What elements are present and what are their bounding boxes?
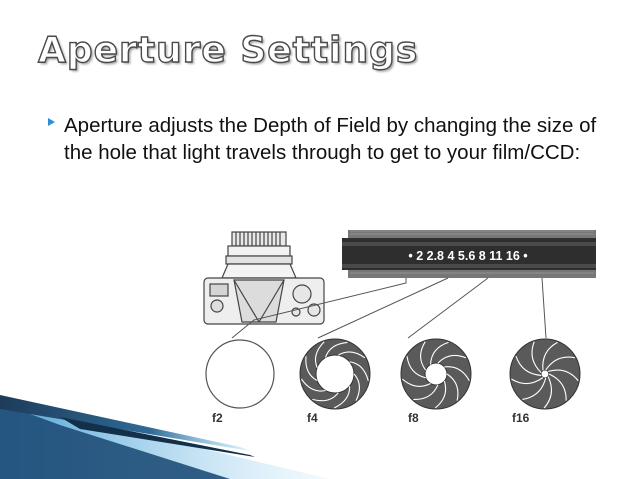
blade-edge (312, 392, 339, 402)
aperture-f16 (509, 338, 581, 410)
blade-edge (333, 386, 351, 409)
blade-edge (547, 369, 579, 382)
blade-edge (446, 373, 459, 401)
aperture-label-f4: f4 (307, 411, 318, 425)
blade-edge (429, 341, 449, 365)
blade-edge (511, 377, 544, 385)
blade-edge (314, 341, 325, 368)
blade-edge (434, 380, 447, 409)
aperture-label-f8: f8 (408, 411, 419, 425)
blade-edge (545, 356, 576, 371)
aperture-label-f2: f2 (212, 411, 223, 425)
aperture-scale-text: • 2 2.8 4 5.6 8 11 16 • (408, 249, 527, 263)
aperture-f4 (299, 338, 371, 410)
blade-edge (406, 356, 426, 379)
camera-icon (203, 231, 325, 325)
blade-edge (531, 341, 542, 373)
blade-edge (338, 351, 366, 359)
aperture-f2 (205, 339, 275, 409)
blade-edge (548, 373, 567, 401)
aperture-scale-ring: • 2 2.8 4 5.6 8 11 16 • (342, 230, 596, 278)
blade-edge (515, 356, 542, 376)
blade-edge (437, 354, 467, 364)
blade-edge (543, 376, 553, 409)
aperture-label-f16: f16 (512, 411, 530, 425)
blade-edge (542, 341, 558, 371)
blade-edge (300, 378, 326, 392)
blade-edge (349, 361, 369, 381)
blade-edge (444, 366, 470, 382)
blade-edge (305, 356, 318, 381)
diaphragm-blades (300, 341, 579, 409)
blade-edge (324, 341, 348, 358)
aperture-illustration: • 2 2.8 4 5.6 8 11 16 • f2 (203, 230, 596, 425)
blade-edge (420, 341, 427, 371)
blade-edge (402, 378, 431, 387)
slide-title: Aperture Settings (37, 29, 419, 71)
corner-swoosh-decoration (0, 395, 330, 479)
blade-edge (413, 384, 439, 400)
bullet-text: Aperture adjusts the Depth of Field by c… (64, 114, 597, 164)
blade-edge (353, 373, 360, 401)
bullet-arrow-icon (48, 118, 55, 126)
blade-edge (522, 377, 547, 400)
leader-lines (231, 277, 547, 339)
